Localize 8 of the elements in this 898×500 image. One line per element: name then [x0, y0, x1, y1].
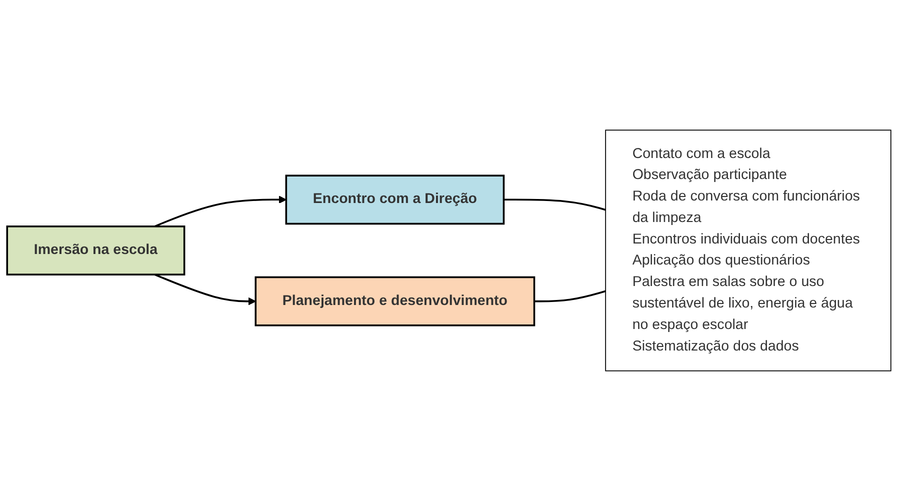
node-box: Encontro com a Direção — [285, 174, 505, 224]
connector — [534, 290, 606, 302]
node-box: Planejamento e desenvolvimento — [254, 276, 536, 326]
arrow — [154, 273, 256, 305]
node-box: Contato com a escola Observação participante Roda de conversa com funcionários da limpeza Encontros individuais com docentes Aplicação dos questionários Palestra em salas sobre o uso sustentável de lixo, energia e água no espaço escolar Sistematização dos dados — [605, 129, 892, 371]
node-box: Imersão na escola — [6, 225, 186, 275]
arrow — [154, 195, 287, 227]
connector — [504, 198, 606, 210]
